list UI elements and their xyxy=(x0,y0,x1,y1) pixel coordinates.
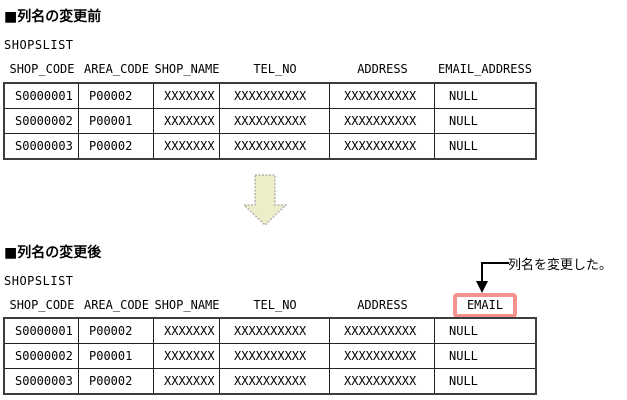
table-cell: XXXXXXX xyxy=(154,319,220,343)
table-cell: P00002 xyxy=(79,84,154,108)
table-cell: XXXXXXXXXX xyxy=(330,369,435,393)
table-cell: XXXXXXX xyxy=(154,134,220,158)
table-cell: S0000001 xyxy=(5,319,79,343)
before-heading: ■列名の変更前 xyxy=(4,9,102,25)
table-cell: XXXXXXXXXX xyxy=(330,109,435,133)
table-cell: S0000003 xyxy=(5,134,79,158)
callout-annotation: 列名を変更した。 xyxy=(508,258,613,273)
callout-line-horizontal xyxy=(482,262,509,264)
column-header-address: ADDRESS xyxy=(357,298,408,312)
table-cell: NULL xyxy=(449,139,478,153)
table-cell: XXXXXXXXXX xyxy=(220,319,330,343)
column-header-area_code: AREA_CODE xyxy=(83,298,150,312)
down-arrow-icon xyxy=(243,174,287,226)
table-cell: NULL xyxy=(449,324,478,338)
table-cell: XXXXXXXXXX xyxy=(220,84,330,108)
table-cell: P00001 xyxy=(79,109,154,133)
highlighted-column-box: EMAIL xyxy=(452,292,518,318)
after-heading: ■列名の変更後 xyxy=(4,245,102,261)
callout-line-vertical xyxy=(481,262,483,282)
table-cell: XXXXXXX xyxy=(154,344,220,368)
table-cell: NULL xyxy=(449,374,478,388)
table-cell: XXXXXXXXXX xyxy=(220,344,330,368)
table-cell: P00001 xyxy=(79,344,154,368)
column-header-shop_name: SHOP_NAME xyxy=(154,62,220,76)
table-cell: XXXXXXXXXX xyxy=(220,109,330,133)
column-header-shop_name: SHOP_NAME xyxy=(154,298,220,312)
column-header-area_code: AREA_CODE xyxy=(83,62,150,76)
table-cell: S0000002 xyxy=(5,344,79,368)
table-cell: XXXXXXXXXX xyxy=(330,134,435,158)
table-cell: XXXXXXXXXX xyxy=(330,344,435,368)
table-cell: NULL xyxy=(449,89,478,103)
table-cell: S0000001 xyxy=(5,84,79,108)
table-cell: XXXXXXXXXX xyxy=(220,369,330,393)
before-table-name: SHOPSLIST xyxy=(4,38,74,52)
column-header-email_address: EMAIL_ADDRESS xyxy=(438,62,532,76)
table-cell: S0000003 xyxy=(5,369,79,393)
table-cell: P00002 xyxy=(79,319,154,343)
table-cell: NULL xyxy=(449,349,478,363)
table-cell: P00002 xyxy=(79,369,154,393)
column-header-shop_code: SHOP_CODE xyxy=(9,298,75,312)
column-header-address: ADDRESS xyxy=(357,62,408,76)
table-cell: XXXXXXX xyxy=(154,109,220,133)
column-header-tel_no: TEL_NO xyxy=(253,62,297,76)
before-column-headers-row: SHOP_CODE AREA_CODE SHOP_NAME TEL_NO ADDRESS… xyxy=(5,59,535,79)
after-table-name: SHOPSLIST xyxy=(4,274,74,288)
table-cell: NULL xyxy=(449,114,478,128)
table-cell: P00002 xyxy=(79,134,154,158)
table-cell: XXXXXXXXXX xyxy=(220,134,330,158)
column-header-email: EMAIL xyxy=(435,292,535,318)
table-cell: XXXXXXXXXX xyxy=(330,319,435,343)
after-column-headers-row: SHOP_CODE AREA_CODE SHOP_NAME TEL_NO ADDRESS… xyxy=(5,292,535,318)
table-cell: XXXXXXX xyxy=(154,84,220,108)
table-cell: S0000002 xyxy=(5,109,79,133)
table-cell: XXXXXXX xyxy=(154,369,220,393)
column-header-tel_no: TEL_NO xyxy=(253,298,297,312)
arrowhead-down-icon xyxy=(476,281,488,293)
table-cell: XXXXXXXXXX xyxy=(330,84,435,108)
column-header-shop_code: SHOP_CODE xyxy=(9,62,75,76)
